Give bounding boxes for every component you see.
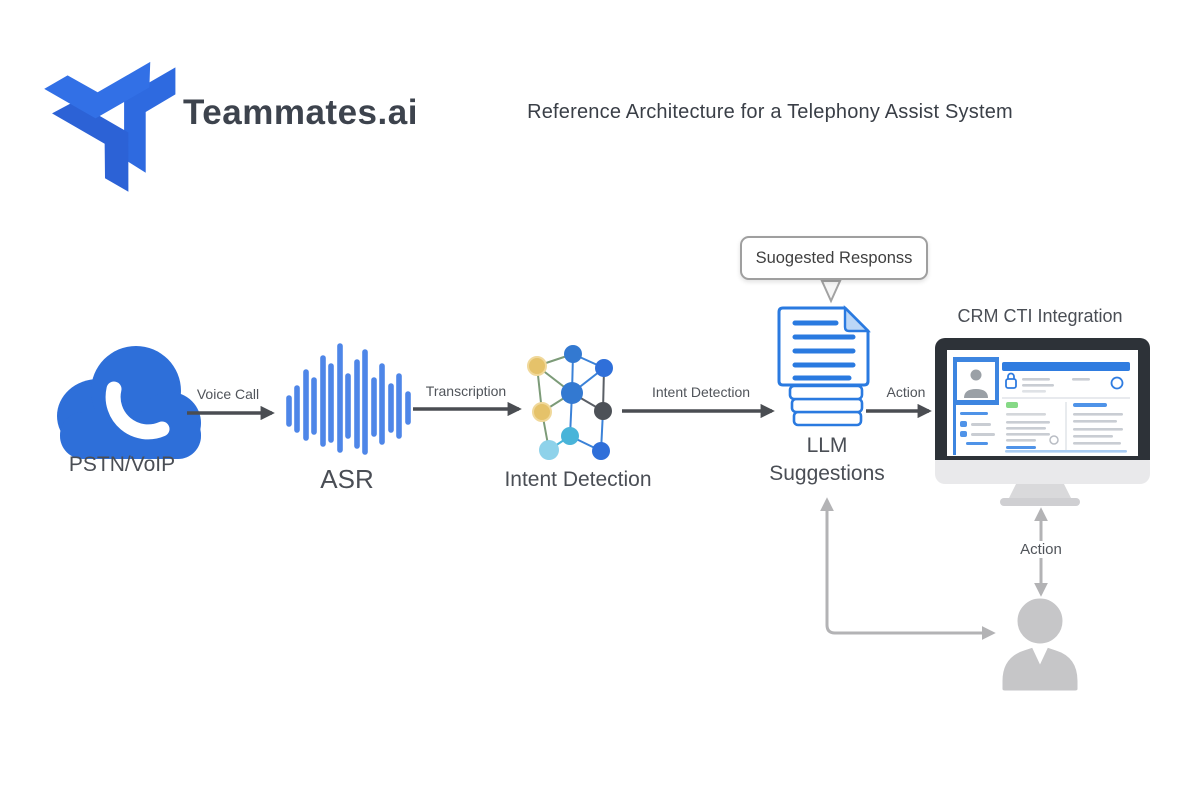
suggested-response-callout: Suogested Responss [740, 236, 928, 280]
edge-label-action-crm: Action [886, 384, 926, 400]
callout-pointer [820, 280, 842, 304]
suggested-response-text: Suogested Responss [755, 248, 913, 267]
node-label-llm-suggestions: LLM Suggestions [769, 434, 885, 485]
node-label-pstn-voip: PSTN/VoIP [68, 453, 176, 476]
brand-name: Teammates.ai [183, 93, 418, 132]
node-label-crm-cti: CRM CTI Integration [957, 306, 1123, 326]
secondary-connectors [820, 497, 1048, 640]
teammates-logo-icon [44, 61, 176, 192]
page-title: Reference Architecture for a Telephony A… [527, 101, 1013, 123]
document-stack-icon [777, 305, 871, 427]
edge-label-action-agent-text: Action [1017, 541, 1065, 558]
crm-monitor-icon [935, 338, 1150, 506]
edge-label-intent-detection: Intent Detection [651, 384, 751, 400]
neural-network-icon [527, 345, 613, 460]
edge-label-voice-call: Voice Call [196, 386, 260, 402]
audio-waveform-icon [286, 343, 411, 455]
flow-arrows [187, 401, 932, 421]
agent-person-icon [999, 595, 1081, 694]
edge-label-transcription: Transcription [425, 383, 507, 399]
node-label-intent-detection: Intent Detection [504, 468, 652, 491]
edge-label-action-agent: Action [1017, 541, 1065, 558]
connector-llm-agent [820, 497, 996, 640]
cloud-phone-icon [57, 346, 201, 459]
node-label-asr: ASR [320, 464, 374, 494]
